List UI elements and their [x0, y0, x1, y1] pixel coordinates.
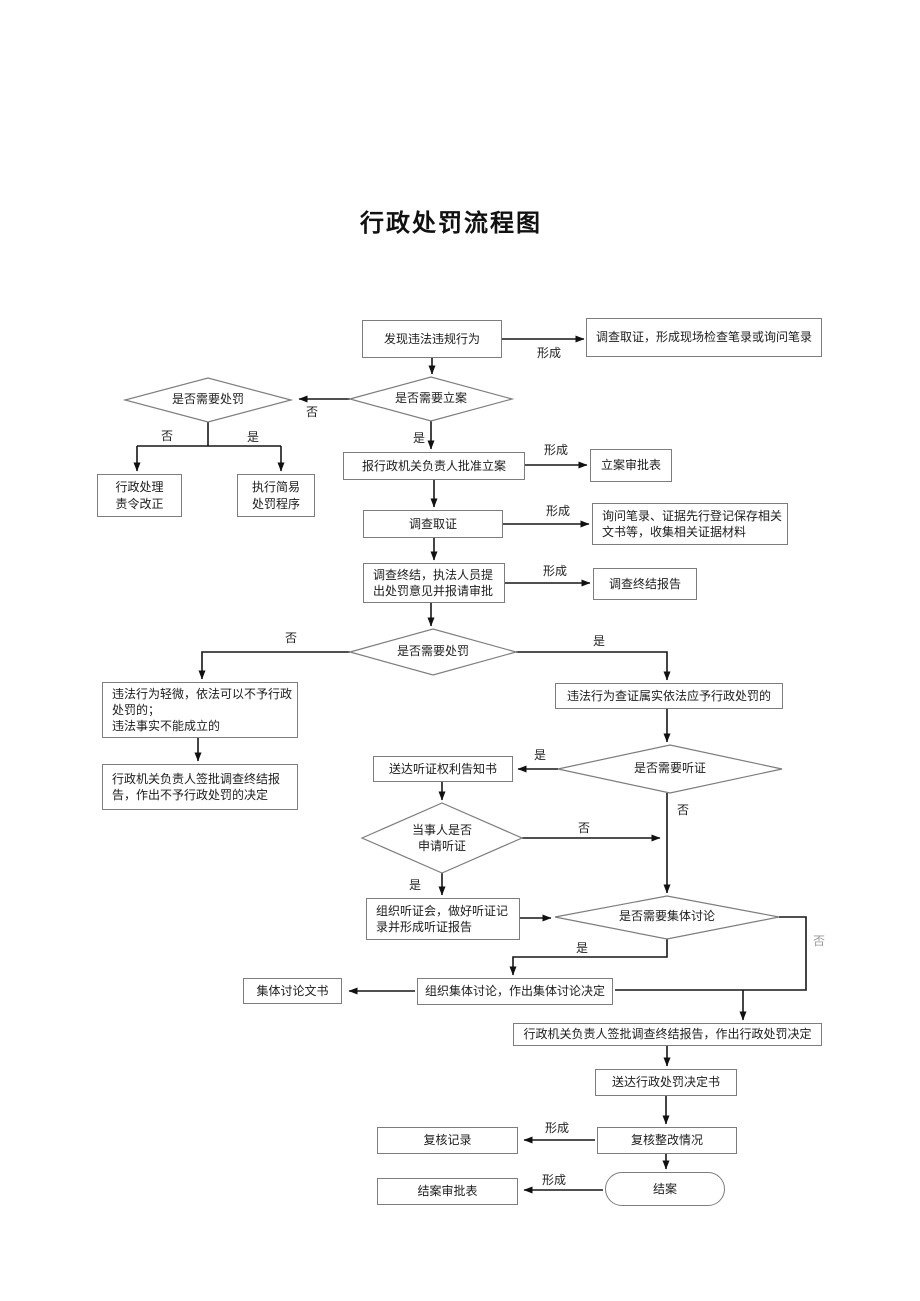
- node-approve-case: 报行政机关负责人批准立案: [343, 452, 525, 480]
- node-deliver-decision: 送达行政处罚决定书: [595, 1069, 737, 1096]
- node-review-record: 复核记录: [377, 1127, 518, 1154]
- page-title: 行政处罚流程图: [360, 210, 542, 237]
- node-investigation-report: 调查终结报告: [593, 568, 697, 600]
- decision-need-case: 是否需要立案: [394, 391, 467, 406]
- decision-party-apply-shape: [360, 802, 524, 874]
- node-close-form: 结案审批表: [377, 1178, 518, 1205]
- decision-need-collective-shape: [554, 895, 780, 940]
- connector-lines: [133, 335, 807, 1194]
- edge-label-yes-collective: 是: [576, 941, 589, 955]
- node-investigation-record: 调查取证，形成现场检查笔录或询问笔录: [586, 318, 822, 357]
- node-final-decision: 行政机关负责人签批调查终结报告，作出行政处罚决定: [513, 1023, 822, 1046]
- edge-label-yes-penalty: 是: [593, 634, 606, 648]
- decision-need-collective: 是否需要集体讨论: [618, 909, 715, 924]
- node-collective-doc: 集体讨论文书: [243, 978, 342, 1004]
- node-review: 复核整改情况: [597, 1127, 737, 1154]
- node-evidence-docs: 询问笔录、证据先行登记保存相关 文书等，收集相关证据材料: [592, 503, 788, 545]
- node-no-penalty-cases: 违法行为轻微，依法可以不予行政 处罚的； 违法事实不能成立的: [102, 682, 298, 738]
- edge-label-formed-record: 形成: [537, 346, 562, 360]
- decision-need-hearing-shape: [557, 744, 783, 794]
- edge-label-yes-penalty-simple: 是: [247, 430, 260, 444]
- edge-label-yes-hearing: 是: [534, 748, 547, 762]
- edge-label-formed-caseform: 形成: [544, 443, 569, 457]
- node-evidence: 调查取证: [363, 510, 503, 538]
- node-no-penalty-decision: 行政机关负责人签批调查终结报 告，作出不予行政处罚的决定: [102, 764, 298, 810]
- edge-label-no-case: 否: [306, 405, 319, 419]
- decision-need-case-shape: [347, 376, 515, 422]
- node-hearing-org: 组织听证会，做好听证记 录并形成听证报告: [366, 898, 520, 940]
- decision-need-penalty-simple: 是否需要处罚: [171, 392, 244, 407]
- node-start: 发现违法违规行为: [362, 320, 502, 358]
- edge-label-no-hearing: 否: [677, 803, 690, 817]
- edge-label-no-party: 否: [578, 821, 591, 835]
- edge-label-no-collective: 否: [813, 934, 826, 948]
- node-simple-procedure: 执行简易 处罚程序: [237, 474, 315, 517]
- node-case-approval-form: 立案审批表: [590, 449, 672, 482]
- decision-need-hearing: 是否需要听证: [633, 761, 706, 776]
- decision-party-apply: 当事人是否 申请听证: [411, 823, 472, 853]
- node-collective-discuss: 组织集体讨论，作出集体讨论决定: [417, 978, 613, 1005]
- edge-label-yes-party: 是: [409, 878, 422, 892]
- edge-label-formed-close: 形成: [542, 1173, 567, 1187]
- edge-label-formed-evidence: 形成: [546, 504, 571, 518]
- edge-label-formed-report: 形成: [543, 564, 568, 578]
- decision-diamonds: [122, 376, 783, 940]
- node-close-case: 结案: [605, 1172, 725, 1206]
- decision-need-penalty-simple-shape: [122, 377, 294, 423]
- edge-label-no-penalty-simple: 否: [161, 429, 174, 443]
- edge-label-no-penalty: 否: [285, 631, 298, 645]
- edge-label-yes-case: 是: [413, 431, 426, 445]
- node-investigation-end: 调查终结，执法人员提 出处罚意见并报请审批: [363, 563, 505, 603]
- decision-need-penalty: 是否需要处罚: [396, 644, 469, 659]
- node-hearing-notice: 送达听证权利告知书: [373, 756, 513, 782]
- decision-need-penalty-shape: [347, 628, 519, 676]
- edge-label-formed-review: 形成: [545, 1121, 570, 1135]
- node-penalty-confirmed: 违法行为查证属实依法应予行政处罚的: [555, 683, 783, 709]
- node-admin-correct: 行政处理 责令改正: [97, 474, 182, 517]
